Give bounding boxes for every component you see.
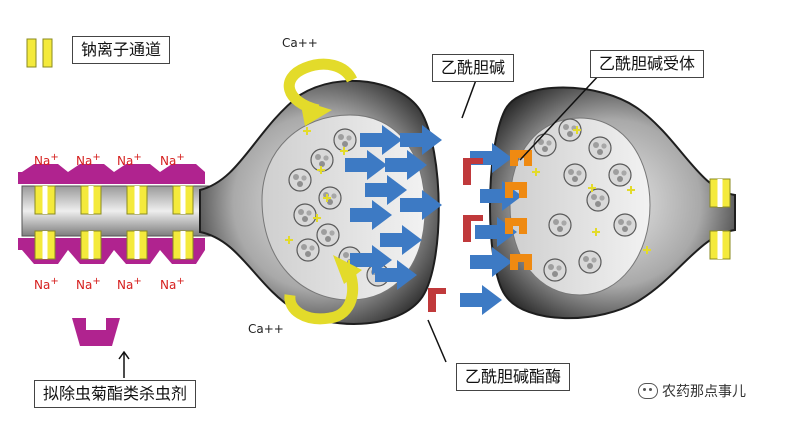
- leader-lines: [118, 73, 601, 378]
- axon-membrane-top: [18, 164, 205, 184]
- acetylcholinesterase-molecules: [428, 158, 483, 312]
- watermark: 农药那点事儿: [638, 381, 746, 401]
- wechat-icon: [638, 383, 658, 399]
- sodium-ion-label: Na+: [34, 152, 59, 168]
- pyrethroid-insecticide-icon: [72, 318, 120, 346]
- axon-membrane-bottom: [18, 238, 205, 264]
- acetylcholine-label: 乙酰胆碱: [432, 54, 515, 82]
- sodium-ion-label: Na+: [160, 276, 185, 292]
- sodium-ion-label: Na+: [160, 152, 185, 168]
- acetylcholine-receptor-label: 乙酰胆碱受体: [590, 50, 705, 78]
- watermark-text: 农药那点事儿: [662, 384, 746, 400]
- legend-sodium-channel-icon: [26, 38, 53, 68]
- postsynaptic-terminal: [489, 86, 736, 320]
- calcium-label-top: Ca++: [282, 36, 318, 50]
- sodium-ion-label: Na+: [117, 152, 142, 168]
- sodium-ion-label: Na+: [76, 152, 101, 168]
- acetylcholinesterase-label: 乙酰胆碱酯酶: [456, 363, 571, 391]
- legend-sodium-channel-label: 钠离子通道: [72, 36, 171, 64]
- calcium-influx-arrow-bottom: [284, 255, 362, 325]
- sodium-ion-label: Na+: [34, 276, 59, 292]
- pyrethroid-insecticide-label: 拟除虫菊酯类杀虫剂: [34, 380, 197, 408]
- sodium-ion-label: Na+: [117, 276, 142, 292]
- sodium-ion-label: Na+: [76, 276, 101, 292]
- calcium-influx-arrow-top: [283, 58, 357, 126]
- calcium-label-bottom: Ca++: [248, 322, 284, 336]
- calcium-ion-markers-post: [532, 126, 651, 254]
